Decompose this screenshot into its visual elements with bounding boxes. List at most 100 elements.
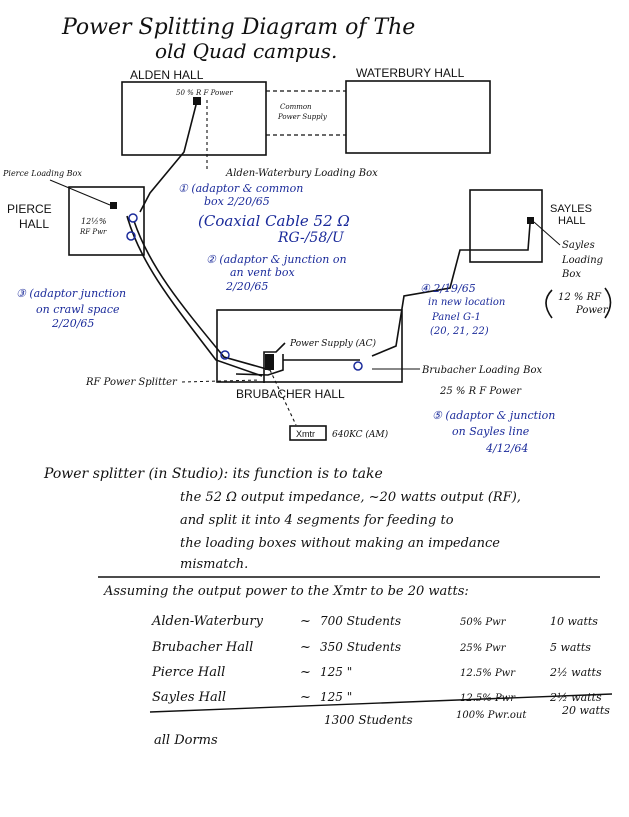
sayles-hall-label-1: SAYLES	[550, 203, 592, 215]
pierce-power-label-1: 12½%	[81, 217, 107, 226]
sayles-hall-label-2: HALL	[558, 215, 586, 227]
note-3-line2: on crawl space	[36, 303, 120, 316]
table-row: Pierce Hall ~ 125 " 12.5% Pwr 2½ watts	[151, 665, 602, 680]
brubacher-power-label: 25 % R F Power	[439, 386, 522, 397]
note-4-line1: ④ 2/19/65	[420, 282, 476, 295]
table-approx: ~	[300, 640, 311, 655]
common-supply-label-1: Common	[280, 103, 312, 111]
table-hall: Sayles Hall	[152, 690, 226, 705]
power-supply-ac-label: Power Supply (AC)	[289, 338, 377, 349]
pierce-power-label-2: RF Pwr	[79, 228, 107, 236]
table-percent: 25% Pwr	[459, 643, 507, 654]
table-percent: 50% Pwr	[460, 617, 507, 628]
waterbury-hall-label: WATERBURY HALL	[356, 66, 465, 80]
note-3-line1: ③ (adaptor junction	[16, 287, 126, 300]
note-1-line1: ① (adaptor & common	[178, 182, 303, 195]
table-students: 350 Students	[320, 640, 401, 654]
pierce-loading-box-label: Pierce Loading Box	[2, 169, 82, 178]
sayles-power-label-1: 12 % RF	[558, 292, 602, 303]
splitter-explain-line5: mismatch.	[180, 557, 248, 572]
note-4-line4: (20, 21, 22)	[430, 326, 489, 337]
sayles-power-bracket-left	[545, 289, 553, 319]
note-2-line1: ② (adaptor & junction on	[206, 253, 347, 266]
rf-power-splitter	[265, 354, 274, 370]
table-row: Brubacher Hall ~ 350 Students 25% Pwr 5 …	[151, 640, 591, 655]
table-students: 700 Students	[320, 614, 401, 628]
waterbury-hall-box	[345, 80, 491, 154]
rf-power-splitter-label: RF Power Splitter	[85, 377, 178, 388]
table-students: 125 "	[320, 690, 352, 704]
note-3-line3: 2/20/65	[51, 317, 94, 330]
xmtr-box	[289, 425, 327, 441]
sayles-loading-box-label-1: Sayles	[562, 240, 595, 251]
table-row: Alden-Waterbury ~ 700 Students 50% Pwr 1…	[151, 614, 598, 629]
note-2-line2: an vent box	[230, 266, 296, 279]
note-4-line3: Panel G-1	[431, 312, 481, 323]
splitter-explain-line4: the loading boxes without making an impe…	[180, 536, 500, 551]
coax-label-2: RG-/58/U	[277, 230, 345, 246]
total-label: all Dorms	[154, 733, 218, 748]
splitter-explain-line2: the 52 Ω output impedance, ~20 watts out…	[180, 490, 521, 505]
pierce-hall-label-1: PIERCE	[7, 202, 52, 216]
pierce-hall-box	[68, 186, 145, 256]
note-1-line2: box 2/20/65	[204, 195, 270, 208]
table-watts: 2½ watts	[549, 691, 602, 704]
xmtr-label: Xmtr	[296, 429, 315, 439]
table-hall: Alden-Waterbury	[151, 614, 264, 629]
sayles-power-label-2: Power	[575, 305, 609, 316]
table-approx: ~	[300, 665, 311, 680]
table-watts: 2½ watts	[549, 666, 602, 679]
table-watts: 5 watts	[550, 641, 591, 654]
coax-cable-1	[126, 215, 263, 377]
sayles-hall-box	[469, 189, 543, 263]
junction-marker-3	[220, 350, 230, 360]
rf-splitter-pointer	[181, 379, 261, 383]
splitter-explain-line1: Power splitter (in Studio): its function…	[43, 466, 383, 482]
note-5-line3: 4/12/64	[485, 442, 528, 455]
sayles-feed-cable	[371, 223, 531, 357]
note-2-line3: 2/20/65	[225, 280, 268, 293]
total-divider	[149, 693, 613, 713]
alden-hall-label: ALDEN HALL	[130, 68, 204, 82]
alden-waterbury-loading-box-label: Alden-Waterbury Loading Box	[225, 168, 378, 179]
alden-power-label: 50 % R F Power	[176, 89, 233, 97]
pierce-loading-box-pointer	[49, 179, 111, 206]
alden-feed-cable	[139, 100, 198, 213]
assuming-line: Assuming the output power to the Xmtr to…	[103, 584, 469, 599]
table-hall: Pierce Hall	[151, 665, 225, 680]
table-total-row: all Dorms 1300 Students 100% Pwr.out 20 …	[154, 704, 610, 748]
table-percent: 12.5% Pwr	[460, 668, 516, 679]
table-watts: 10 watts	[550, 615, 598, 628]
sayles-loading-box-pointer	[533, 221, 561, 246]
table-students: 125 "	[320, 665, 352, 679]
sayles-loading-box	[527, 217, 534, 224]
splitter-explain-line3: and split it into 4 segments for feeding…	[180, 513, 454, 528]
pierce-hall-label-2: HALL	[19, 217, 49, 231]
junction-marker-2	[126, 231, 136, 241]
note-5-line1: ⑤ (adaptor & junction	[432, 409, 555, 422]
note-4-line2: in new location	[428, 297, 505, 308]
total-watts: 20 watts	[561, 704, 610, 717]
note-5-line2: on Sayles line	[452, 425, 530, 438]
junction-marker-1	[128, 213, 138, 223]
splitter-output-line	[235, 354, 284, 376]
junction-marker-4	[353, 361, 363, 371]
alden-hall-box	[121, 81, 267, 156]
table-approx: ~	[300, 690, 311, 705]
coax-cable-2	[133, 220, 271, 371]
xmtr-feed-dashed	[269, 369, 297, 426]
common-supply-label-2: Power Supply	[277, 113, 328, 121]
table-hall: Brubacher Hall	[151, 640, 253, 655]
brubacher-loading-box-label: Brubacher Loading Box	[421, 365, 542, 376]
table-approx: ~	[300, 614, 311, 629]
pierce-loading-box	[110, 202, 117, 209]
total-students: 1300 Students	[324, 713, 413, 727]
sayles-loading-box-label-3: Box	[561, 269, 581, 280]
sayles-power-bracket-right	[604, 287, 612, 319]
title-line1: Power Splitting Diagram of The	[61, 15, 415, 40]
brubacher-hall-box	[216, 309, 403, 383]
power-supply-lead	[263, 342, 286, 383]
brubacher-hall-label: BRUBACHER HALL	[236, 387, 345, 401]
coax-label-1: (Coaxial Cable 52 Ω	[198, 212, 350, 230]
